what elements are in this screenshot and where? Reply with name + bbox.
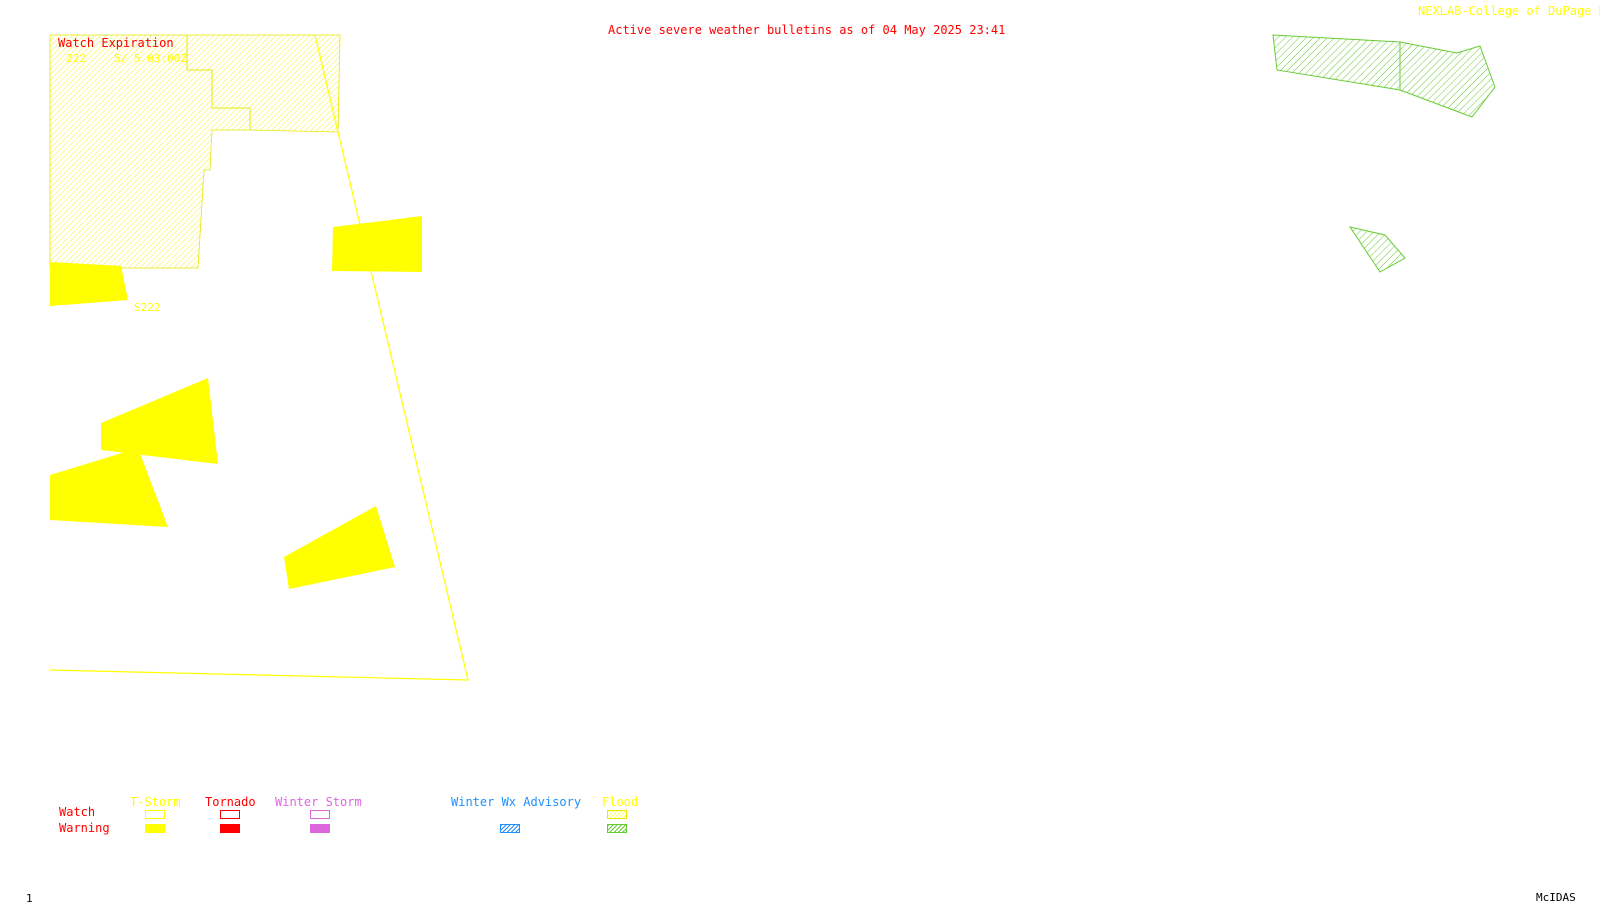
legend-winter-storm-header: Winter Storm [275,795,362,809]
legend-winter-advisory-swatch [500,824,520,833]
tstorm-warning-polygon [50,448,168,527]
legend-watch-row-label: Watch [59,805,96,819]
flood-warning-polygon [1272,34,1401,91]
tstorm-warning-polygon [50,262,128,306]
watch-expiration-id: 222 [66,52,86,65]
legend-flood-watch-swatch [607,810,627,819]
legend-flood-header: Flood [602,795,639,809]
flood-warning-polygon [1399,41,1496,118]
bulletin-title: Active severe weather bulletins as of 04… [608,23,1006,37]
legend-tornado-header: Tornado [205,795,256,809]
legend-tstorm-warning-swatch [145,824,165,833]
legend-warning-row-label: Warning [59,821,110,835]
tstorm-watch-box-outline [49,34,469,681]
flood-warning-polygon [1348,226,1406,273]
flood-watch-area-east [186,34,341,133]
software-label: McIDAS [1536,891,1576,904]
legend-tornado-warning-swatch [220,824,240,833]
tstorm-warning-polygon [101,378,218,464]
legend-winter-advisory-header: Winter Wx Advisory [451,795,582,809]
legend-tstorm-watch-swatch [145,810,165,819]
credit-label: NEXLAB-College of DuPage R [1418,4,1600,18]
frame-number: 1 [26,892,33,905]
tstorm-warning-polygon [284,506,395,589]
watch-box-label: S222 [134,301,161,314]
tstorm-warning-polygon [332,216,422,272]
legend-winter-storm-watch-swatch [310,810,330,819]
legend-tornado-watch-swatch [220,810,240,819]
watch-expiration-time: 5/ 5 03:00Z [114,52,187,65]
legend-tstorm-header: T-Storm [130,795,181,809]
watch-expiration-heading: Watch Expiration [58,36,174,50]
legend-flood-warning-swatch [607,824,627,833]
legend-winter-storm-warning-swatch [310,824,330,833]
